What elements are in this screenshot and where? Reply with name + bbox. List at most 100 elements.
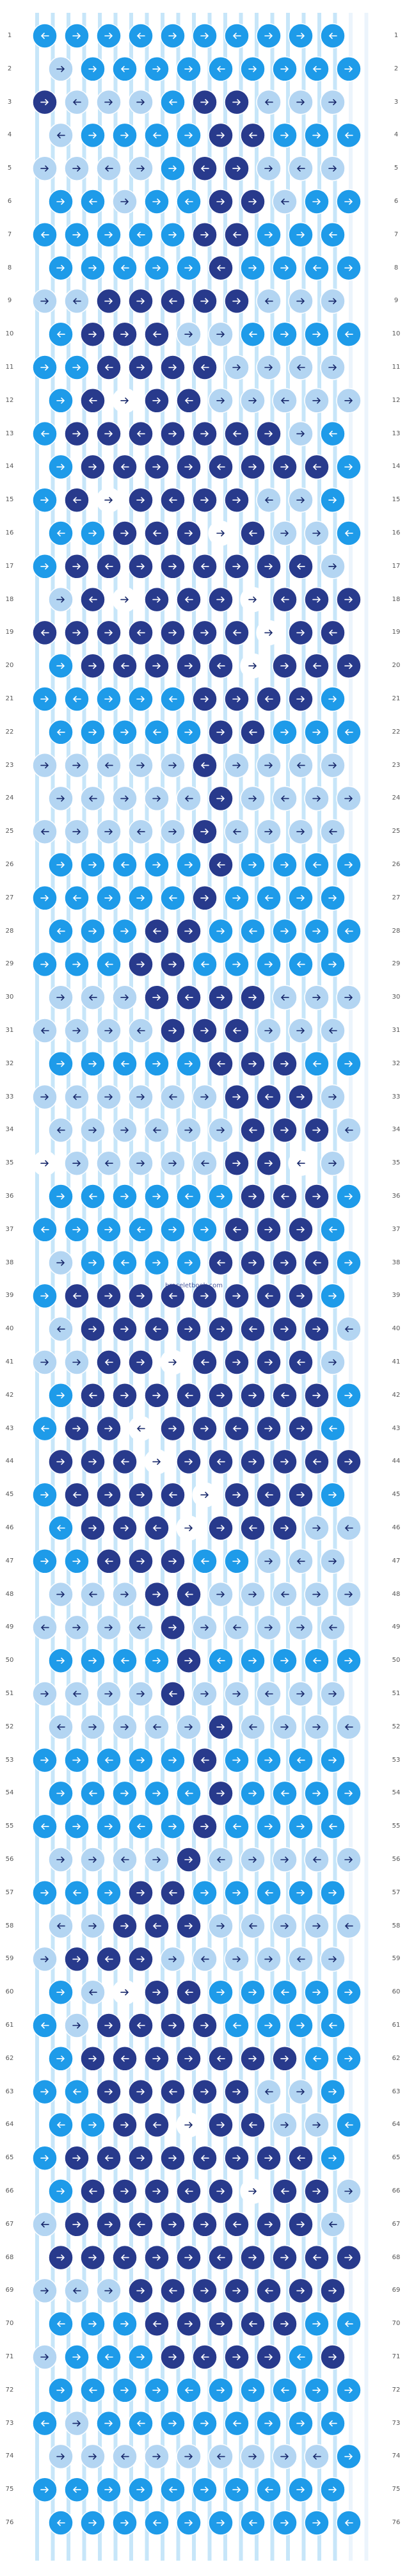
knot[interactable]	[144, 520, 170, 546]
knot[interactable]	[224, 1415, 250, 1442]
knot[interactable]	[288, 1018, 314, 1043]
knot[interactable]	[64, 89, 90, 115]
knot[interactable]	[272, 1184, 298, 1209]
knot[interactable]	[208, 785, 234, 812]
knot[interactable]	[240, 2510, 266, 2536]
knot[interactable]	[256, 23, 282, 49]
knot[interactable]	[240, 1117, 266, 1143]
knot[interactable]	[80, 1515, 106, 1541]
knot[interactable]	[272, 1316, 298, 1342]
knot[interactable]	[336, 2244, 362, 2271]
knot[interactable]	[208, 1979, 234, 2005]
knot[interactable]	[48, 1383, 74, 1408]
knot[interactable]	[256, 421, 282, 447]
knot[interactable]	[144, 1250, 170, 1276]
knot[interactable]	[272, 1383, 298, 1408]
knot[interactable]	[304, 255, 330, 281]
knot[interactable]	[320, 222, 346, 248]
knot[interactable]	[128, 885, 154, 911]
knot[interactable]	[128, 2079, 154, 2105]
knot[interactable]	[304, 1979, 330, 2005]
knot[interactable]	[272, 852, 298, 878]
knot[interactable]	[288, 2212, 314, 2237]
knot[interactable]	[192, 1747, 218, 1773]
knot[interactable]	[32, 1415, 58, 1442]
knot[interactable]	[32, 1217, 58, 1243]
knot[interactable]	[224, 2344, 250, 2370]
knot[interactable]	[144, 1913, 170, 1939]
knot[interactable]	[176, 454, 202, 480]
knot[interactable]	[96, 288, 122, 314]
knot[interactable]	[256, 819, 282, 844]
knot[interactable]	[112, 520, 138, 546]
knot[interactable]	[336, 2378, 362, 2403]
knot[interactable]	[240, 1648, 266, 1673]
knot[interactable]	[160, 1814, 186, 1839]
knot[interactable]	[240, 985, 266, 1010]
knot[interactable]	[304, 189, 330, 214]
knot[interactable]	[32, 288, 58, 314]
knot[interactable]	[32, 487, 58, 513]
knot[interactable]	[80, 1979, 106, 2005]
knot[interactable]	[96, 1018, 122, 1043]
knot[interactable]	[144, 2378, 170, 2403]
knot[interactable]	[288, 23, 314, 49]
knot[interactable]	[192, 1217, 218, 1243]
knot[interactable]	[128, 554, 154, 579]
knot[interactable]	[320, 2212, 346, 2237]
knot[interactable]	[96, 819, 122, 844]
knot[interactable]	[224, 1747, 250, 1773]
knot[interactable]	[64, 2410, 90, 2436]
knot[interactable]	[48, 785, 74, 812]
knot[interactable]	[128, 1415, 154, 1442]
knot[interactable]	[224, 620, 250, 646]
knot[interactable]	[272, 1979, 298, 2005]
knot[interactable]	[48, 321, 74, 347]
knot[interactable]	[288, 1349, 314, 1375]
knot[interactable]	[128, 487, 154, 513]
knot[interactable]	[256, 2212, 282, 2237]
knot[interactable]	[336, 1117, 362, 1143]
knot[interactable]	[128, 1349, 154, 1375]
knot[interactable]	[240, 2311, 266, 2337]
knot[interactable]	[32, 1084, 58, 1110]
knot[interactable]	[64, 1084, 90, 1110]
knot[interactable]	[32, 1283, 58, 1309]
knot[interactable]	[96, 1217, 122, 1243]
knot[interactable]	[304, 388, 330, 414]
knot[interactable]	[80, 1383, 106, 1408]
knot[interactable]	[192, 554, 218, 579]
knot[interactable]	[224, 222, 250, 248]
knot[interactable]	[128, 1549, 154, 1574]
knot[interactable]	[128, 2013, 154, 2038]
knot[interactable]	[32, 2477, 58, 2502]
knot[interactable]	[288, 1283, 314, 1309]
knot[interactable]	[288, 885, 314, 911]
knot[interactable]	[304, 2443, 330, 2470]
knot[interactable]	[64, 1217, 90, 1243]
knot[interactable]	[64, 752, 90, 778]
knot[interactable]	[48, 520, 74, 546]
knot[interactable]	[240, 2112, 266, 2138]
knot[interactable]	[112, 2178, 138, 2204]
knot[interactable]	[224, 1283, 250, 1309]
knot[interactable]	[128, 686, 154, 712]
knot[interactable]	[288, 421, 314, 447]
knot[interactable]	[224, 2212, 250, 2237]
knot[interactable]	[272, 2378, 298, 2403]
knot[interactable]	[80, 586, 106, 613]
knot[interactable]	[208, 56, 234, 82]
knot[interactable]	[192, 2410, 218, 2436]
knot[interactable]	[176, 122, 202, 149]
knot[interactable]	[256, 1880, 282, 1906]
knot[interactable]	[80, 189, 106, 214]
knot[interactable]	[128, 421, 154, 447]
knot[interactable]	[272, 520, 298, 546]
knot[interactable]	[240, 388, 266, 414]
knot[interactable]	[176, 2112, 202, 2138]
knot[interactable]	[256, 1482, 282, 1508]
knot[interactable]	[160, 2477, 186, 2502]
knot[interactable]	[128, 288, 154, 314]
knot[interactable]	[320, 1018, 346, 1043]
knot[interactable]	[336, 1051, 362, 1077]
